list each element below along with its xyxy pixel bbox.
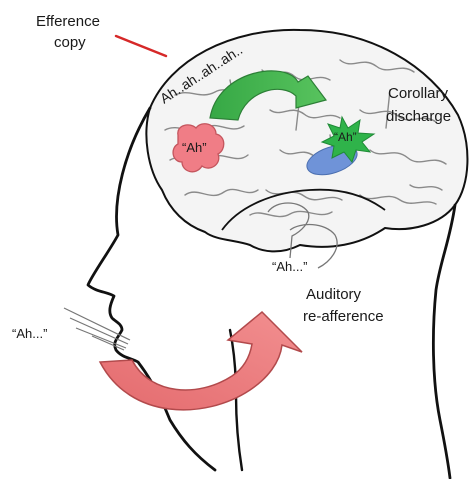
auditory-label-1: Auditory (306, 286, 362, 303)
motor-ah-label: “Ah” (182, 140, 207, 155)
red-curved-arrow (100, 312, 302, 410)
sensory-ah-label: “Ah” (334, 130, 357, 144)
efference-copy-label-1: Efference (36, 13, 100, 30)
corollary-label-1: Corollary (388, 85, 449, 102)
auditory-label-2: re-afference (303, 308, 384, 325)
corollary-label-2: discharge (386, 108, 451, 125)
sound-lines (64, 308, 130, 350)
neck-outline (433, 205, 455, 478)
mouth-ah-label: “Ah...” (12, 326, 47, 341)
ear-ah-label: “Ah...” (272, 259, 307, 274)
efference-pointer (116, 36, 166, 56)
efference-copy-label-2: copy (54, 34, 86, 51)
